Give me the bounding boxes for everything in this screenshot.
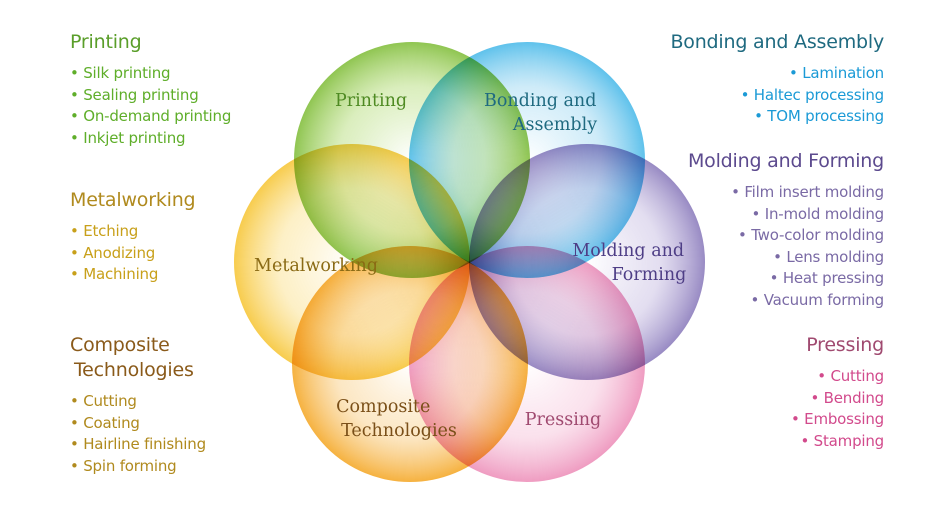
list-item: Coating — [70, 413, 310, 435]
list-item: Machining — [70, 264, 310, 286]
printing-circle-label: Printing — [335, 91, 407, 111]
list-item: Spin forming — [70, 456, 310, 478]
list-item: Haltec processing — [624, 85, 884, 107]
molding-panel-title: Molding and Forming — [687, 150, 884, 172]
list-item: Embossing — [684, 409, 884, 431]
list-item: TOM processing — [624, 106, 884, 128]
metalworking-panel-title: Metalworking — [70, 189, 196, 211]
list-item: Anodizing — [70, 243, 310, 265]
list-item: Vacuum forming — [624, 290, 885, 312]
list-item: In-mold molding — [624, 204, 884, 226]
list-item: Sealing printing — [70, 85, 310, 107]
molding-list: Film insert molding In-mold molding Two-… — [624, 182, 884, 311]
bonding-panel-title: Bonding and Assembly — [670, 31, 884, 53]
pressing-panel-title: Pressing — [806, 334, 884, 356]
composite-panel: Composite Technologies Cutting Coating H… — [70, 333, 310, 477]
composite-title-line-1: Composite — [70, 334, 170, 356]
composite-title-line-2: Technologies — [74, 359, 194, 381]
list-item: Silk printing — [70, 63, 310, 85]
bonding-panel: Bonding and Assembly Lamination Haltec p… — [624, 30, 884, 128]
list-item: Heat pressing — [624, 268, 884, 290]
list-item: Bending — [684, 388, 885, 410]
list-item: Two-color molding — [624, 225, 884, 247]
printing-panel-title: Printing — [70, 31, 142, 53]
list-item: Hairline finishing — [70, 434, 310, 456]
bonding-list: Lamination Haltec processing TOM process… — [624, 63, 884, 128]
printing-list: Silk printing Sealing printing On-demand… — [70, 63, 310, 149]
list-item: Lens molding — [624, 247, 884, 269]
list-item: Cutting — [684, 366, 884, 388]
composite-circle-label: Composite Technologies — [336, 397, 457, 441]
bonding-circle-label: Bonding and Assembly — [484, 91, 602, 135]
molding-panel: Molding and Forming Film insert molding … — [624, 149, 884, 311]
composite-list: Cutting Coating Hairline finishing Spin … — [70, 391, 310, 477]
pressing-circle-label: Pressing — [525, 410, 602, 430]
list-item: Lamination — [624, 63, 884, 85]
composite-panel-title: Composite Technologies — [70, 333, 310, 383]
list-item: Inkjet printing — [70, 128, 310, 150]
pressing-panel: Pressing Cutting Bending Embossing Stamp… — [684, 333, 884, 452]
list-item: Stamping — [684, 431, 885, 453]
metalworking-panel: Metalworking Etching Anodizing Machining — [70, 188, 310, 286]
printing-circle — [294, 42, 530, 278]
printing-panel: Printing Silk printing Sealing printing … — [70, 30, 310, 149]
metalworking-list: Etching Anodizing Machining — [70, 221, 310, 286]
list-item: Etching — [70, 221, 310, 243]
list-item: Film insert molding — [624, 182, 884, 204]
pressing-list: Cutting Bending Embossing Stamping — [684, 366, 884, 452]
list-item: Cutting — [70, 391, 310, 413]
list-item: On-demand printing — [70, 106, 310, 128]
